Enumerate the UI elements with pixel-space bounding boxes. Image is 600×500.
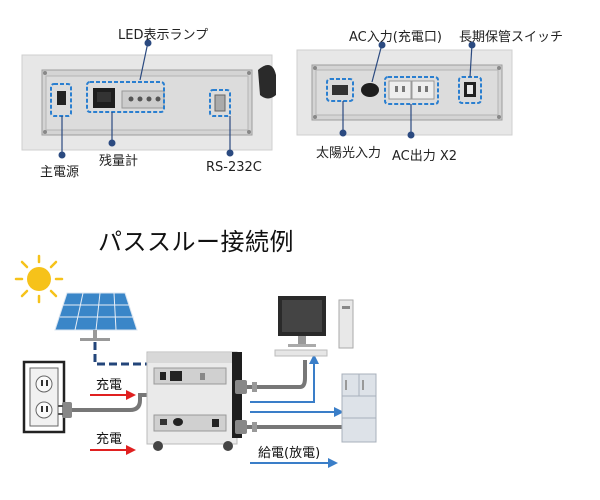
diagram-title: パススルー接続例 [98, 228, 294, 256]
solar-panel-icon [54, 292, 138, 341]
right-control-panel [296, 41, 513, 139]
label-storage-switch: 長期保管スイッチ [459, 30, 564, 45]
label-led-lamp: LED表示ランプ [118, 28, 209, 43]
output-plug-bottom [235, 420, 345, 434]
handle-left [258, 65, 276, 99]
solar-input-port [332, 85, 348, 95]
label-ac-output: AC出力 X2 [392, 149, 458, 164]
input-plug-icon [58, 393, 148, 418]
label-main-power: 主電源 [40, 165, 80, 180]
label-charge-bottom: 充電 [96, 432, 123, 447]
ac-input-port [361, 83, 379, 97]
solar-dashed-link [93, 342, 147, 366]
refrigerator-icon [341, 373, 377, 443]
output-plug-top [235, 380, 300, 394]
label-supply: 給電(放電) [258, 446, 321, 461]
desktop-computer-icon [274, 296, 354, 357]
sun-icon [14, 254, 64, 304]
main-power-switch [57, 91, 66, 105]
label-charge-top: 充電 [96, 378, 123, 393]
label-solar-input: 太陽光入力 [316, 146, 382, 161]
supply-line-pc [250, 362, 315, 403]
label-ac-input: AC入力(充電口) [349, 30, 442, 45]
cable-to-pc [299, 360, 307, 389]
wall-outlet-icon [22, 360, 66, 434]
label-rs232c: RS-232C [206, 160, 262, 175]
left-control-panel [21, 39, 276, 159]
rs232c-port [214, 94, 226, 112]
power-station-unit [146, 351, 242, 451]
label-battery-meter: 残量計 [99, 154, 139, 169]
